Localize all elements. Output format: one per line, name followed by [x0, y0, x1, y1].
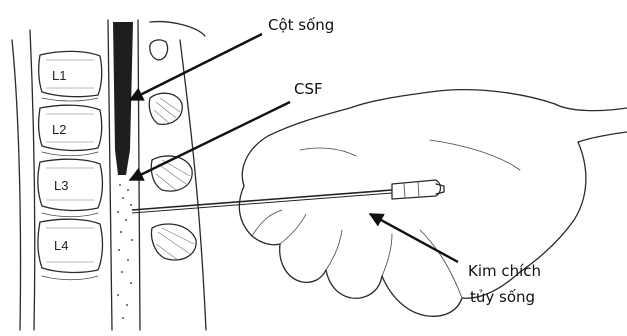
vertebra-l4: L4 — [38, 219, 103, 272]
spinous-process — [150, 40, 168, 60]
gloved-hand — [239, 90, 627, 317]
back-outline — [12, 30, 35, 330]
intervertebral-disc — [42, 276, 98, 280]
spinal-needle — [132, 180, 444, 213]
needle-arrow — [370, 214, 458, 262]
vertebra-label: L2 — [52, 122, 66, 137]
needle-label-line1: Kim chích — [468, 262, 541, 280]
csf-label: CSF — [294, 80, 323, 98]
intervertebral-disc — [42, 98, 98, 101]
spinal-cord — [113, 22, 133, 175]
label-arrows — [130, 34, 458, 262]
vertebra-l2: L2 — [39, 105, 102, 150]
csf-arrow — [130, 102, 290, 180]
spinal-canal — [108, 20, 140, 330]
intervertebral-disc — [42, 152, 98, 156]
spinous-process — [149, 93, 182, 124]
vertebra-l3: L3 — [38, 159, 103, 210]
vertebra-label: L4 — [54, 238, 68, 253]
spine-label: Cột sống — [268, 16, 334, 34]
intervertebral-disc — [42, 213, 98, 217]
needle-label-line2: tủy sống — [470, 288, 535, 306]
vertebral-column: L1 L2 L3 L4 — [38, 51, 103, 279]
spinous-processes — [149, 22, 206, 330]
vertebra-label: L3 — [54, 178, 68, 193]
csf-region — [117, 184, 133, 319]
needle-hub — [392, 180, 441, 199]
vertebra-label: L1 — [52, 68, 66, 83]
vertebra-l1: L1 — [39, 51, 102, 96]
